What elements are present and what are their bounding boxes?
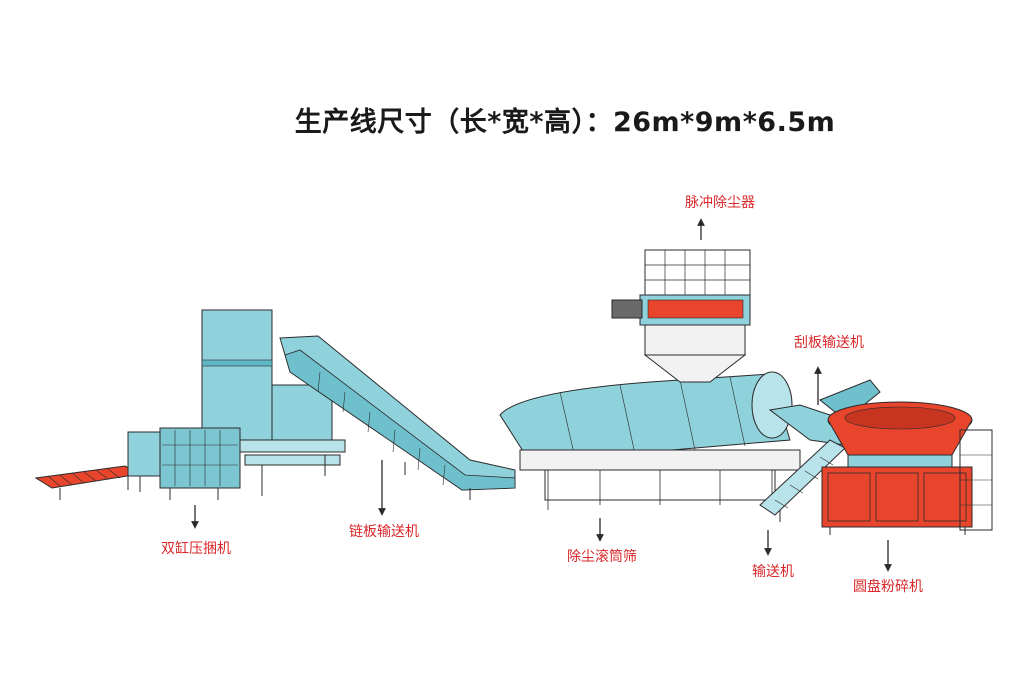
diagram-title: 生产线尺寸（长*宽*高）：26m*9m*6.5m	[294, 107, 836, 138]
label-disc-crusher: 圆盘粉碎机	[853, 579, 923, 595]
pointer-arrows	[191, 218, 892, 572]
disc-crusher	[821, 401, 993, 535]
label-chain-plate-conveyor: 链板输送机	[349, 524, 419, 540]
chain-plate-conveyor	[279, 335, 516, 500]
label-double-cylinder-baler: 双缸压捆机	[161, 541, 231, 557]
dust-drum-screen	[499, 371, 801, 510]
label-scraper-conveyor: 刮板输送机	[794, 335, 864, 351]
baler-machine	[127, 309, 346, 500]
pulse-dust-collector	[611, 249, 751, 383]
label-dust-drum-screen: 除尘滚筒筛	[567, 549, 637, 565]
scraper-conveyor	[768, 379, 881, 446]
label-pulse-dust-collector: 脉冲除尘器	[685, 195, 755, 211]
label-conveyor: 输送机	[752, 564, 794, 580]
infeed-roller-table	[34, 465, 142, 500]
